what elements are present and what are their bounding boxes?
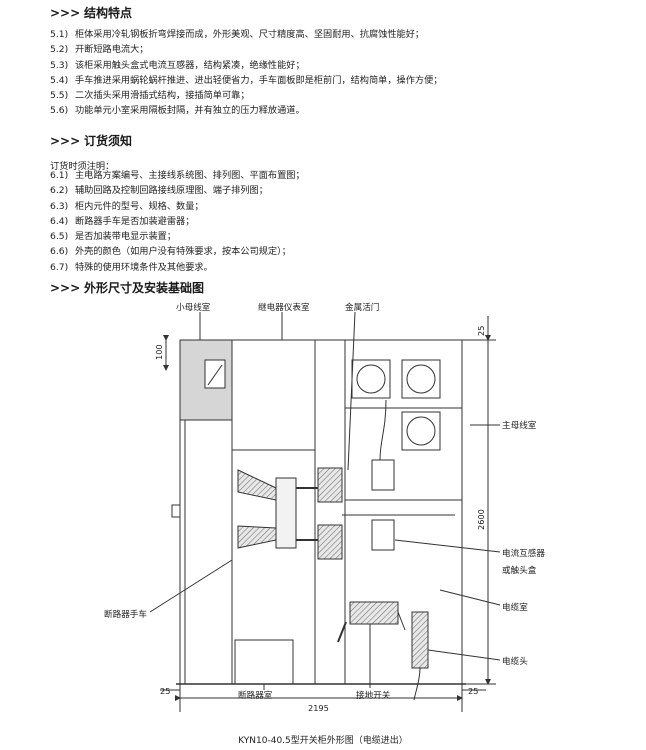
small-bus-diagonal [207, 364, 223, 386]
list-item: 5.5)二次插头采用滑插式结构，接插简单可靠； [50, 90, 250, 102]
list-item: 6.1)主电路方案编号、主接线系统图、排列图、平面布置图； [50, 170, 305, 181]
dim-25-br: 25 [468, 686, 478, 696]
list-item: 5.6)功能单元小室采用隔板封隔，并有独立的压力释放通道。 [50, 105, 305, 117]
leader-breaker-truck [149, 559, 233, 613]
structure-list: 5.1)柜体采用冷轧钢板折弯焊接而成，外形美观、尺寸精度高、坚固耐用、抗腐蚀性能… [50, 27, 443, 119]
leader-ct [394, 539, 501, 553]
ct-upper [371, 459, 395, 491]
breaker-room-box [234, 639, 294, 685]
lower-bushing [317, 524, 343, 560]
busbar-2 [406, 364, 436, 394]
cable-line [379, 399, 387, 461]
switchgear-drawing: 小母线室 继电器仪表室 金属活门 主母线室 电流互感器 或触头盒 电缆室 电缆头… [104, 301, 545, 713]
label-shutter: 金属活门 [345, 301, 379, 313]
list-item: 5.1)柜体采用冷轧钢板折弯焊接而成，外形美观、尺寸精度高、坚固耐用、抗腐蚀性能… [50, 29, 425, 40]
ordering-intro: 订货时须注明： [50, 161, 115, 172]
list-item: 6.2)辅助回路及控制回路接线原理图、端子排列图； [50, 185, 268, 197]
dim-2600: 2600 [476, 509, 486, 530]
label-breaker-room: 断路器室 [238, 689, 273, 701]
label-cable-head: 电缆头 [502, 655, 528, 667]
list-item: 6.6)外壳的颜色（如用户没有特殊要求，按本公司规定）； [50, 246, 291, 258]
label-ct-1: 电流互感器 [502, 547, 545, 559]
list-item: 6.3)柜内元件的型号、规格、数量； [50, 200, 204, 212]
leader-cable-head [427, 649, 501, 661]
label-breaker-truck: 断路器手车 [104, 608, 147, 620]
leader-cable-room [439, 589, 501, 606]
section-title-structure: >>>结构特点 [50, 6, 133, 20]
dim-25-top: 25 [476, 326, 486, 336]
earthing-blade [337, 621, 347, 643]
list-item: 6.5)是否加装带电显示装置； [50, 231, 177, 243]
label-relay: 继电器仪表室 [258, 301, 310, 313]
label-main-bus: 主母线室 [502, 419, 537, 431]
cable-head [411, 611, 429, 669]
ordering-list: 6.1)主电路方案编号、主接线系统图、排列图、平面布置图； 6.2)辅助回路及控… [50, 168, 305, 275]
earthing-link [397, 611, 406, 631]
lower-arm [237, 525, 277, 549]
list-item: 6.7)特殊的使用环境条件及其他要求。 [50, 261, 213, 273]
leader-shutter [347, 311, 356, 471]
upper-arm [237, 469, 277, 501]
upper-bushing [317, 467, 343, 503]
small-bus-window [204, 359, 226, 389]
busbar-box-3 [401, 411, 441, 451]
busbar-3 [406, 416, 436, 446]
label-ct-2: 或触头盒 [502, 564, 537, 576]
section-title-ordering: >>>订货须知 [50, 134, 133, 148]
dim-2195: 2195 [308, 703, 329, 713]
list-item: 5.4)手车推进采用蜗轮蜗杆推进、进出轻便省力，手车面板即是柜前门，结构简单，操… [50, 74, 443, 86]
list-item: 5.2)开断短路电流大； [50, 44, 149, 56]
busbar-1 [356, 364, 386, 394]
dim-25-bl: 25 [160, 686, 170, 696]
door-handle [171, 504, 181, 518]
label-earthing-switch: 接地开关 [356, 689, 391, 701]
busbar-box-2 [401, 359, 441, 399]
section-mark: >>> [50, 6, 81, 20]
label-cable-room: 电缆室 [502, 601, 528, 613]
section-mark: >>> [50, 134, 81, 148]
list-item: 6.4)断路器手车是否加装避雷器； [50, 215, 195, 227]
section-title-dimensions: >>>外形尺寸及安装基础图 [50, 281, 205, 295]
drawing-caption: KYN10-40.5型开关柜外形图（电缆进出） [238, 736, 408, 746]
ct-lower [371, 519, 395, 551]
dim-100: 100 [154, 344, 164, 360]
section-mark: >>> [50, 281, 81, 295]
label-small-bus: 小母线室 [176, 301, 211, 313]
breaker-pole [275, 477, 297, 549]
busbar-box-1 [351, 359, 391, 399]
list-item: 5.3)该柜采用触头盒式电流互感器，结构紧凑，绝缘性能好； [50, 59, 305, 71]
earthing-switch-body [349, 601, 399, 625]
